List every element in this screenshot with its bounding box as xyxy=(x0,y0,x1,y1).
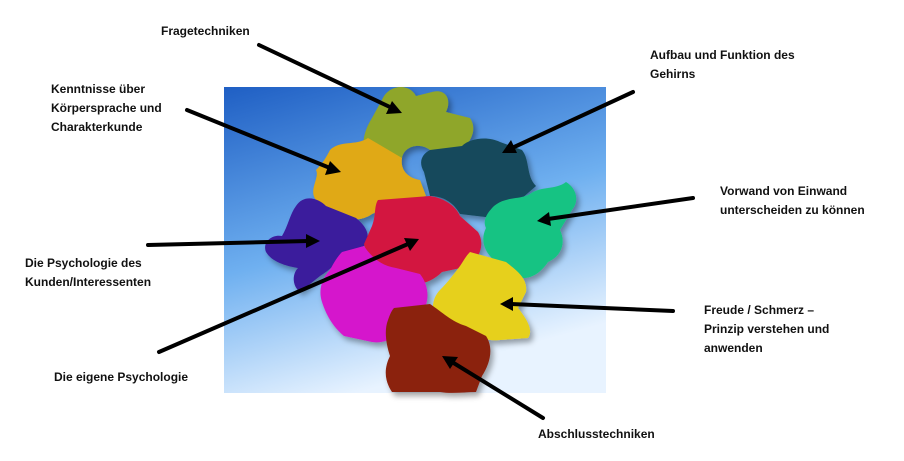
label-freude-schmerz: Freude / Schmerz – Prinzip verstehen und… xyxy=(704,303,830,355)
arrow-koerpersprache xyxy=(185,108,332,170)
arrowhead-vorwand xyxy=(537,212,551,226)
arrowhead-abschlusstechniken xyxy=(442,356,458,369)
arrow-abschlusstechniken xyxy=(450,360,545,420)
arrow-psychologie-kunden xyxy=(146,239,310,247)
arrow-vorwand xyxy=(546,196,695,221)
puzzle-piece-green xyxy=(483,182,577,279)
label-abschlusstechniken: Abschlusstechniken xyxy=(538,427,655,441)
arrow-fragetechniken xyxy=(257,43,394,110)
puzzle-piece-crimson xyxy=(364,196,482,284)
label-vorwand: Vorwand von Einwand unterscheiden zu kön… xyxy=(720,184,865,217)
arrowhead-fragetechniken xyxy=(386,101,402,114)
label-fragetechniken: Fragetechniken xyxy=(161,24,250,38)
arrow-eigene-psychologie xyxy=(157,242,410,354)
puzzle-piece-yellow xyxy=(432,252,531,341)
arrowhead-freude-schmerz xyxy=(500,297,513,311)
arrowhead-aufbau-gehirn xyxy=(502,140,517,153)
arrowhead-koerpersprache xyxy=(325,161,341,175)
label-eigene-psychologie: Die eigene Psychologie xyxy=(54,370,189,384)
arrowhead-eigene-psychologie xyxy=(404,238,419,251)
puzzle-piece-dark-teal xyxy=(421,138,536,218)
arrow-freude-schmerz xyxy=(509,302,675,313)
label-koerpersprache: Kenntnisse über Körpersprache und Charak… xyxy=(51,82,162,134)
label-psychologie-kunden: Die Psychologie des Kunden/Interessenten xyxy=(25,256,152,289)
puzzle-piece-indigo xyxy=(265,198,368,292)
label-aufbau-gehirn: Aufbau und Funktion des Gehirns xyxy=(650,48,795,81)
arrow-aufbau-gehirn xyxy=(510,90,635,150)
arrowhead-psychologie-kunden xyxy=(306,234,320,248)
